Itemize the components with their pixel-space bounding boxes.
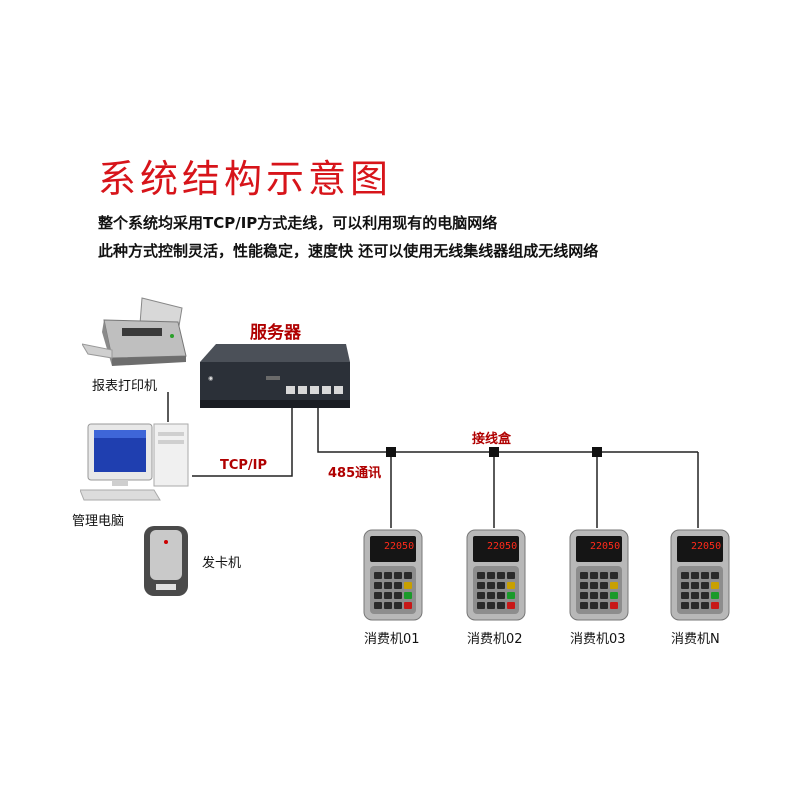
terminal-device-icon: 22050 (670, 529, 730, 621)
terminal-device-icon: 22050 (466, 529, 526, 621)
junction-box-2 (489, 447, 499, 457)
terminal-display-value: 22050 (384, 541, 414, 552)
diagram-title: 系统结构示意图 (98, 157, 393, 201)
pc-label: 管理电脑 (72, 514, 125, 529)
printer-label: 报表打印机 (92, 379, 158, 394)
svg-text:◉: ◉ (208, 375, 213, 382)
junction-label: 接线盒 (472, 432, 512, 447)
server-switch-icon: ◉ (200, 344, 350, 408)
terminal-display-value: 22050 (590, 541, 620, 552)
rs485-bus-wire (317, 400, 698, 453)
terminal-label: 消费机01 (364, 632, 420, 647)
description-line-1: 整个系统均采用TCP/IP方式走线，可以利用现有的电脑网络 (98, 214, 498, 232)
junction-box-3 (592, 447, 602, 457)
computer-icon (80, 423, 189, 501)
card-issuer-label: 发卡机 (202, 556, 242, 571)
description-line-2: 此种方式控制灵活，性能稳定，速度快 还可以使用无线集线器组成无线网络 (98, 242, 599, 260)
tcpip-wire (192, 400, 293, 477)
terminal-label: 消费机02 (467, 632, 523, 647)
terminal-label: 消费机03 (570, 632, 626, 647)
rs485-label: 485通讯 (328, 466, 382, 481)
junction-box-1 (386, 447, 396, 457)
card-issuer-icon (144, 526, 188, 596)
terminal-display-value: 22050 (691, 541, 721, 552)
terminal-label: 消费机N (671, 632, 720, 647)
tcpip-label: TCP/IP (220, 458, 268, 473)
terminal-display-value: 22050 (487, 541, 517, 552)
terminal-device-icon: 22050 (569, 529, 629, 621)
printer-icon (82, 297, 187, 366)
terminal-device-icon: 22050 (363, 529, 423, 621)
server-label: 服务器 (250, 323, 301, 343)
